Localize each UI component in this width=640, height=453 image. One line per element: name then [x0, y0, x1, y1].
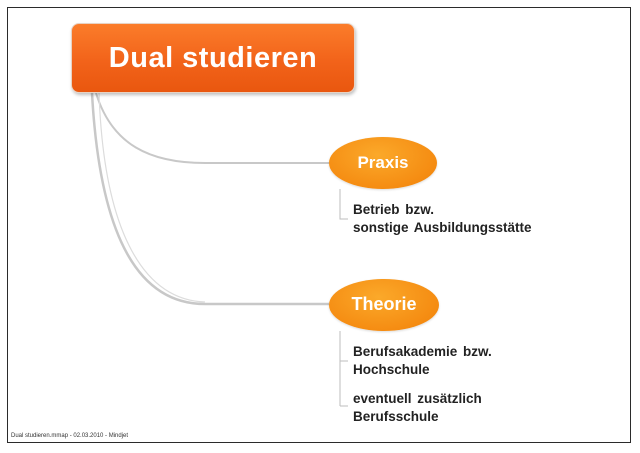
- leaf-praxis-betrieb[interactable]: Betrieb bzw. sonstige Ausbildungsstätte: [353, 201, 532, 237]
- connector-praxis-children: [339, 189, 348, 220]
- branch-praxis-label: Praxis: [357, 153, 409, 172]
- page-frame: [7, 7, 631, 443]
- connector-root-theorie-inner: [98, 92, 206, 303]
- connector-root-theorie: [90, 92, 329, 306]
- root-topic-label: Dual studieren: [108, 42, 318, 74]
- leaf-theorie-berufsakademie[interactable]: Berufsakademie bzw. Hochschule: [353, 343, 492, 379]
- root-topic[interactable]: Dual studieren: [71, 23, 355, 93]
- leaf-line: eventuell zusätzlich: [353, 391, 482, 406]
- leaf-line: Berufsakademie bzw.: [353, 344, 492, 359]
- branch-theorie-label: Theorie: [351, 294, 417, 314]
- connector-root-praxis: [95, 92, 329, 164]
- branch-praxis[interactable]: Praxis: [329, 137, 437, 189]
- leaf-line: Hochschule: [353, 362, 430, 377]
- leaf-line: sonstige Ausbildungsstätte: [353, 220, 532, 235]
- branch-theorie[interactable]: Theorie: [329, 279, 439, 331]
- leaf-theorie-berufsschule[interactable]: eventuell zusätzlich Berufsschule: [353, 390, 482, 426]
- connector-theorie-children: [339, 331, 348, 407]
- footer-caption: Dual studieren.mmap - 02.03.2010 - Mindj…: [11, 433, 129, 439]
- leaf-line: Betrieb bzw.: [353, 202, 435, 217]
- leaf-line: Berufsschule: [353, 409, 439, 424]
